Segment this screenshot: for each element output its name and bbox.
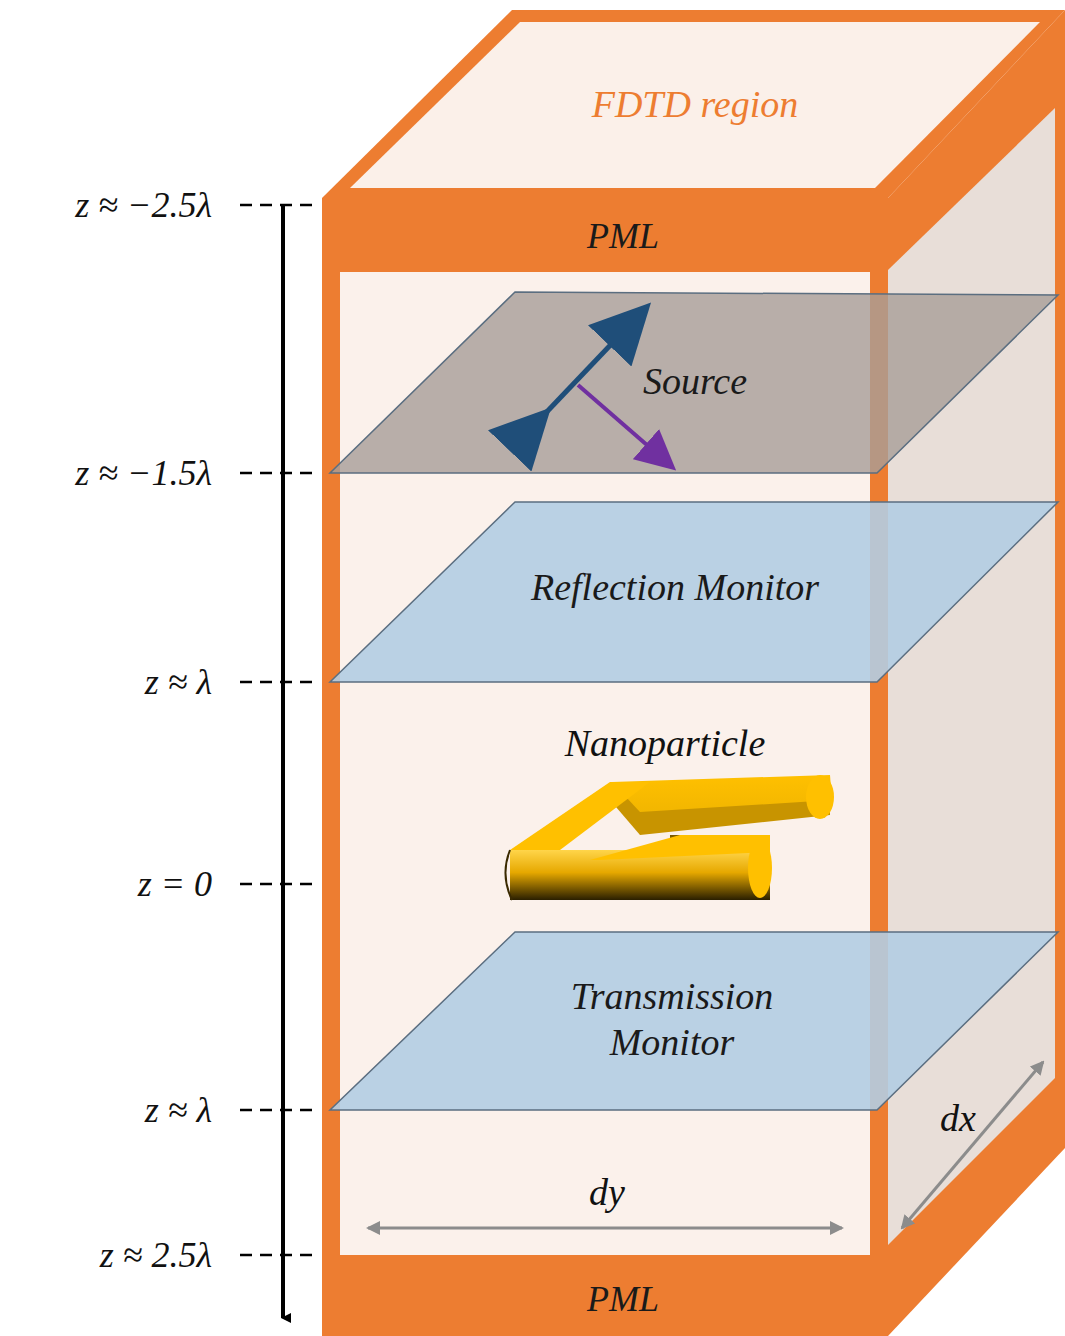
dimension-label: dy bbox=[589, 1173, 625, 1211]
transmission-monitor-plane: Transmission Monitor bbox=[330, 930, 1060, 1112]
z-coordinate: z ≈ λ bbox=[145, 664, 212, 700]
polarization-arrow bbox=[520, 335, 620, 440]
z-coordinate: z ≈ 2.5λ bbox=[100, 1237, 212, 1273]
node-text: PML bbox=[523, 215, 723, 258]
dimension-label: dx bbox=[940, 1099, 976, 1137]
z-coordinate: z ≈ λ bbox=[145, 1092, 212, 1128]
node-text: FDTD region bbox=[515, 82, 875, 128]
pml-band: PML bbox=[340, 1256, 870, 1336]
node-text: PML bbox=[523, 1278, 723, 1321]
nanoparticle-shape bbox=[505, 775, 834, 900]
node-text: Transmission Monitor bbox=[512, 974, 832, 1065]
node-text: Reflection Monitor bbox=[525, 565, 825, 611]
z-coordinate: z = 0 bbox=[138, 866, 212, 902]
z-coordinate: z ≈ −1.5λ bbox=[75, 455, 212, 491]
reflection-monitor-plane: Reflection Monitor bbox=[330, 500, 1060, 684]
part-label: Nanoparticle bbox=[565, 724, 766, 762]
source-plane: Source bbox=[330, 290, 1060, 476]
node-text: Source bbox=[610, 359, 780, 405]
pml-band: PML bbox=[340, 200, 870, 270]
z-coordinate: z ≈ −2.5λ bbox=[75, 187, 212, 223]
